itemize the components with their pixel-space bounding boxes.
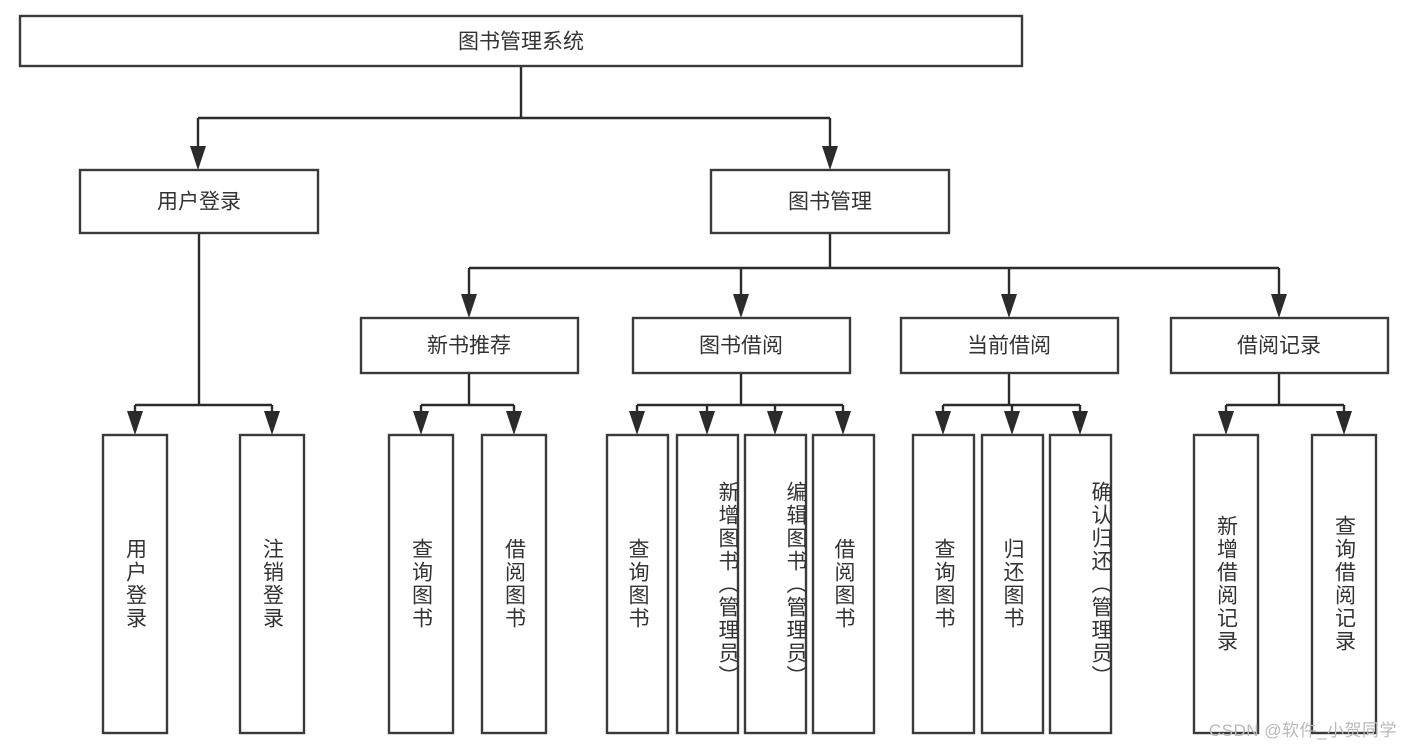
node-root-label: 图书管理系统 xyxy=(458,31,584,54)
leaf-box-query-book-cur[interactable] xyxy=(911,433,976,735)
node-borrow-record-label: 借阅记录 xyxy=(1237,335,1321,358)
connector-borrowrecord-to-leaves xyxy=(1218,373,1352,435)
connector-newbookrec-to-leaves xyxy=(413,373,522,435)
node-book-borrow[interactable]: 图书借阅 xyxy=(631,316,852,375)
node-user-login[interactable]: 用户登录 xyxy=(78,168,320,235)
connector-bookmanage-to-level3 xyxy=(461,233,1287,318)
leaf-box-user-login[interactable] xyxy=(101,433,169,735)
connector-root-to-level2 xyxy=(190,66,838,170)
leaf-box-confirm-return[interactable] xyxy=(1048,433,1113,735)
node-user-login-label: 用户登录 xyxy=(157,191,241,214)
connector-currentborrow-to-leaves xyxy=(935,373,1088,435)
leaf-box-add-book[interactable] xyxy=(675,433,740,735)
leaf-box-return-book[interactable] xyxy=(980,433,1045,735)
connector-bookborrow-to-leaves xyxy=(629,373,851,435)
leaf-box-query-record[interactable] xyxy=(1310,433,1378,735)
node-borrow-record[interactable]: 借阅记录 xyxy=(1169,316,1390,375)
node-current-borrow[interactable]: 当前借阅 xyxy=(899,316,1120,375)
node-new-book-rec[interactable]: 新书推荐 xyxy=(359,316,580,375)
leaf-boxes xyxy=(101,433,1378,735)
node-book-borrow-label: 图书借阅 xyxy=(699,335,783,358)
node-current-borrow-label: 当前借阅 xyxy=(967,335,1051,358)
leaf-box-query-book-borrow[interactable] xyxy=(605,433,670,735)
watermark-text: CSDN @软件_小贺同学 xyxy=(1208,721,1397,740)
node-new-book-rec-label: 新书推荐 xyxy=(427,335,511,358)
node-root[interactable]: 图书管理系统 xyxy=(18,14,1024,68)
leaf-box-add-record[interactable] xyxy=(1192,433,1260,735)
node-book-manage-label: 图书管理 xyxy=(788,191,872,214)
leaf-box-edit-book[interactable] xyxy=(743,433,808,735)
leaf-box-borrow-book-rec[interactable] xyxy=(480,433,548,735)
node-book-manage[interactable]: 图书管理 xyxy=(709,168,951,235)
leaf-box-logout[interactable] xyxy=(238,433,306,735)
leaf-box-borrow-book[interactable] xyxy=(811,433,876,735)
connector-userlogin-to-leaves xyxy=(127,233,280,435)
leaf-box-query-book-rec[interactable] xyxy=(387,433,455,735)
